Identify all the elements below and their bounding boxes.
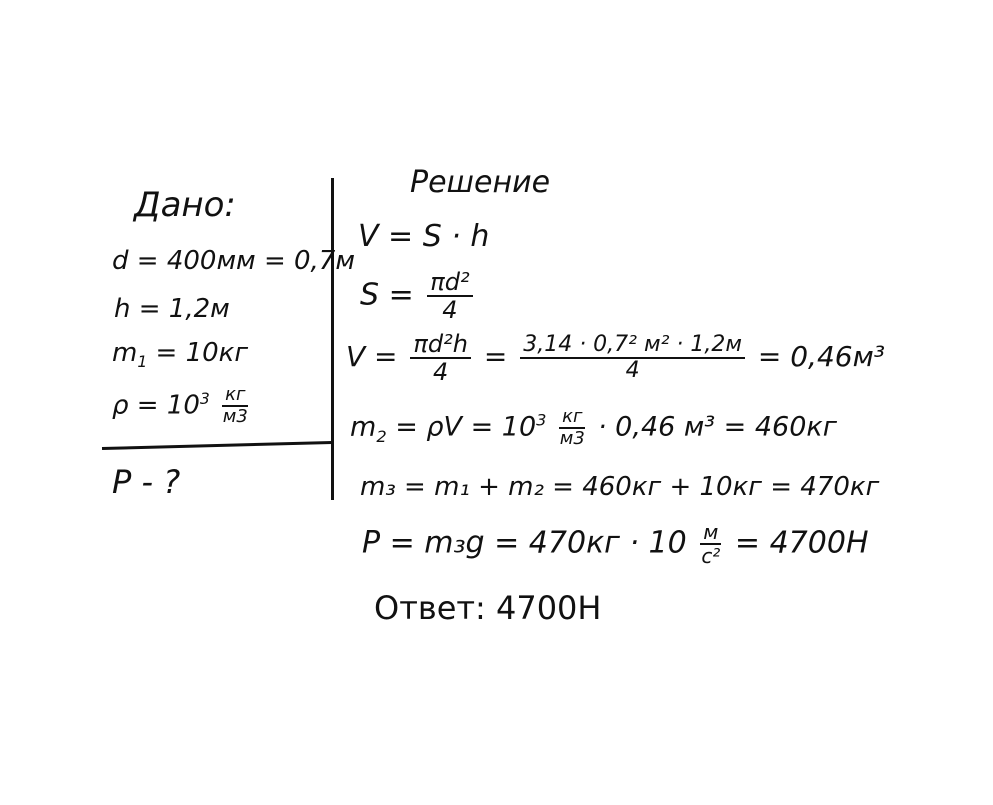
- v2-den-numeric: 4: [625, 358, 640, 383]
- p-unit-num: м: [700, 522, 722, 545]
- v2-den: 4: [433, 358, 449, 386]
- given-title: Дано:: [134, 185, 236, 225]
- given-diameter: d = 400мм = 0,7м: [112, 246, 355, 276]
- given-density: ρ = 103 кг м3: [112, 386, 252, 426]
- area-fraction: πd² 4: [427, 270, 473, 324]
- given-mass1: m1 = 10кг: [112, 340, 248, 371]
- weight-calculation: P = m₃g = 470кг · 10 м с² = 4700Н: [362, 522, 869, 566]
- vertical-divider: [331, 178, 334, 500]
- m2-subscript: 2: [376, 426, 387, 446]
- given-height: h = 1,2м: [114, 294, 230, 324]
- rho-unit-fraction: кг м3: [222, 386, 249, 427]
- rho-exponent: 3: [199, 389, 210, 408]
- p-tail: = 4700Н: [734, 525, 869, 561]
- m2-exponent: 3: [536, 410, 547, 430]
- m1-symbol: m: [112, 338, 138, 368]
- v2-lhs: V =: [346, 340, 398, 373]
- v2-fraction-numeric: 3,14 · 0,7² м² · 1,2м 4: [520, 334, 745, 382]
- mass2-calculation: m2 = ρV = 103 кг м3 · 0,46 м³ = 460кг: [350, 408, 837, 448]
- p-unit-den: с²: [701, 544, 721, 568]
- p-lhs: P = m₃g = 470кг · 10: [362, 525, 687, 561]
- m2-symbol: m: [350, 411, 377, 443]
- m2-tail: · 0,46 м³ = 460кг: [598, 411, 837, 443]
- horizontal-divider: [101, 440, 332, 450]
- volume-formula: V = S · h: [358, 219, 490, 254]
- m2-unit-den: м3: [559, 428, 585, 449]
- find-quantity: P - ?: [112, 463, 181, 501]
- volume-calculation: V = πd²h 4 = 3,14 · 0,7² м² · 1,2м 4 = 0…: [346, 332, 885, 384]
- m2-unit-num: кг: [559, 408, 586, 429]
- m1-subscript: 1: [137, 353, 148, 372]
- mass3-calculation: m₃ = m₁ + m₂ = 460кг + 10кг = 470кг: [360, 472, 880, 502]
- v2-equals: =: [483, 340, 508, 373]
- area-formula: S = πd² 4: [360, 270, 477, 322]
- m2-mid: = ρV = 10: [386, 411, 537, 443]
- rho-unit-den: м3: [222, 406, 248, 427]
- solution-title: Решение: [410, 165, 551, 200]
- area-lhs: S =: [360, 277, 414, 313]
- rho-lhs: ρ = 10: [112, 390, 200, 421]
- p-unit-fraction: м с²: [700, 522, 722, 568]
- m1-value: = 10кг: [147, 338, 249, 368]
- v2-fraction: πd²h 4: [410, 332, 471, 384]
- answer: Ответ: 4700Н: [374, 589, 602, 627]
- m2-unit-fraction: кг м3: [559, 408, 586, 449]
- rho-unit-num: кг: [222, 386, 249, 407]
- v2-num-numeric: 3,14 · 0,7² м² · 1,2м: [520, 334, 745, 359]
- v2-result: = 0,46м³: [757, 340, 885, 373]
- v2-num: πd²h: [410, 332, 471, 359]
- area-den: 4: [442, 296, 458, 324]
- area-num: πd²: [427, 270, 473, 297]
